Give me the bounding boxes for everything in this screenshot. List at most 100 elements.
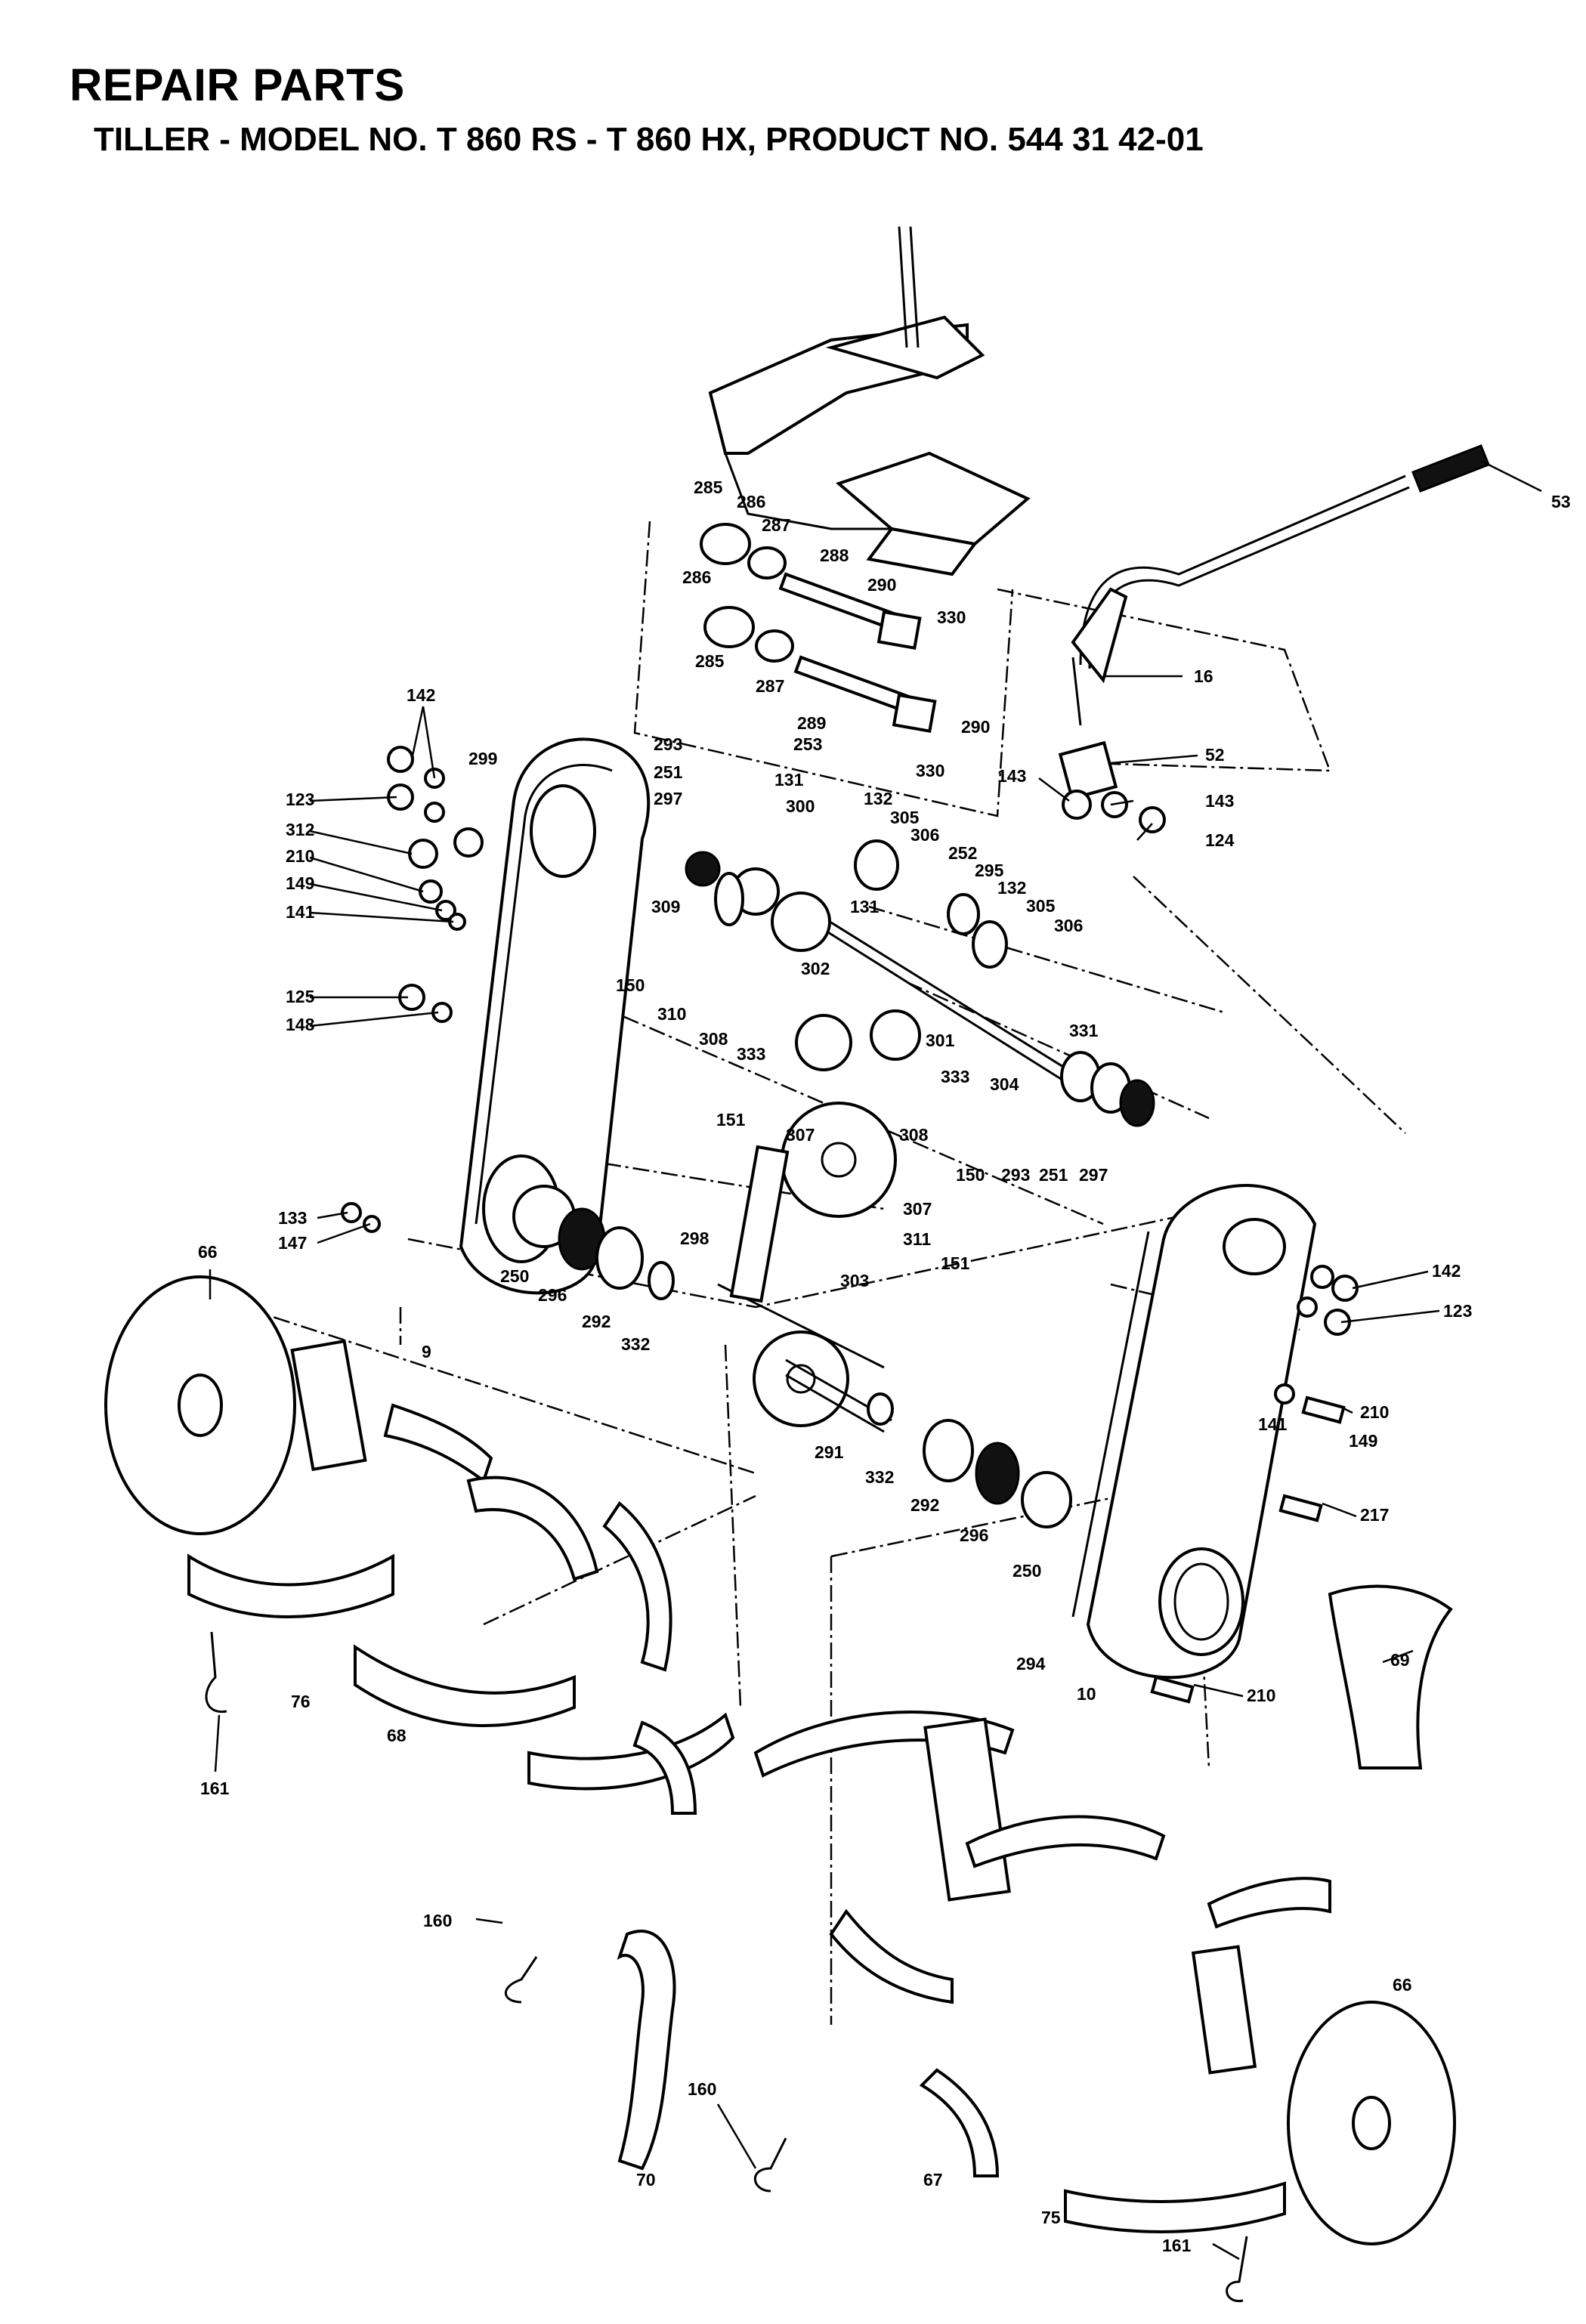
callout-253: 253 [793, 734, 822, 754]
callout-123-left: 123 [286, 790, 314, 809]
callout-149-left: 149 [286, 873, 314, 893]
left-tine-assembly [104, 1275, 735, 1815]
callout-312: 312 [286, 820, 314, 839]
shifter-shaft-parts [700, 523, 937, 734]
gear-train [685, 851, 1074, 1433]
page-title: REPAIR PARTS [70, 60, 405, 110]
callout-301: 301 [926, 1031, 955, 1050]
callout-331: 331 [1069, 1021, 1099, 1040]
frame-bracket [708, 226, 1031, 576]
left-hardware [341, 746, 484, 1233]
callout-217: 217 [1360, 1505, 1389, 1525]
callout-52: 52 [1205, 745, 1225, 765]
callout-285-top: 285 [694, 477, 723, 497]
callout-251-right: 251 [1039, 1165, 1068, 1185]
callout-210-left: 210 [286, 846, 314, 866]
callout-150-left: 150 [616, 975, 645, 995]
callout-10: 10 [1077, 1684, 1096, 1704]
callout-69: 69 [1390, 1650, 1410, 1670]
callout-210-right: 210 [1360, 1402, 1389, 1422]
callout-161-right: 161 [1162, 2236, 1192, 2255]
callout-292-left: 292 [582, 1312, 611, 1331]
leader-lines [209, 459, 1542, 2261]
callout-251-top: 251 [654, 762, 683, 782]
callout-132-mid: 132 [997, 878, 1026, 898]
callout-67: 67 [923, 2170, 943, 2190]
callout-131-top: 131 [774, 770, 804, 790]
callout-76: 76 [291, 1692, 311, 1711]
callout-293-top: 293 [654, 734, 682, 754]
callout-288: 288 [820, 545, 849, 565]
callout-142-right: 142 [1432, 1261, 1461, 1281]
bearings-washers [512, 839, 1155, 1528]
page-subtitle: TILLER - MODEL NO. T 860 RS - T 860 HX, … [94, 121, 1204, 158]
callout-330-top: 330 [937, 607, 966, 627]
callout-295: 295 [975, 861, 1004, 880]
callout-308-left: 308 [699, 1029, 728, 1049]
callout-149-right: 149 [1349, 1431, 1377, 1451]
callout-305-mid: 305 [1026, 896, 1056, 916]
callout-332-left: 332 [621, 1334, 650, 1354]
callout-9: 9 [422, 1342, 431, 1361]
callout-330-mid: 330 [916, 761, 944, 780]
callout-143-right: 143 [1205, 791, 1234, 811]
right-chain-case [1071, 1184, 1317, 1680]
callout-250-right: 250 [1013, 1561, 1041, 1581]
callout-131-mid: 131 [850, 897, 880, 916]
callout-302: 302 [801, 959, 830, 978]
callout-147: 147 [278, 1233, 307, 1253]
callout-297-top: 297 [654, 789, 682, 808]
callout-150-mid: 150 [956, 1165, 985, 1185]
callout-289: 289 [797, 713, 826, 733]
callout-133: 133 [278, 1208, 307, 1228]
right-hardware [1062, 790, 1359, 1704]
callout-151-left: 151 [716, 1110, 746, 1130]
callout-307-mid: 307 [903, 1199, 932, 1219]
shift-lever [1058, 444, 1490, 801]
callout-labels: 53 16 52 143 143 124 285 286 287 288 286… [198, 477, 1571, 2255]
callout-53: 53 [1551, 492, 1571, 511]
callout-142-left: 142 [407, 685, 435, 705]
callout-290-mid: 290 [961, 717, 990, 737]
callout-306-top: 306 [910, 825, 939, 845]
callout-296-right: 296 [960, 1525, 988, 1545]
hair-pins [205, 1631, 1248, 2302]
callout-300: 300 [786, 796, 815, 816]
callout-125: 125 [286, 987, 315, 1006]
callout-311: 311 [903, 1229, 931, 1249]
callout-290-top: 290 [867, 575, 896, 595]
callout-132-top: 132 [864, 789, 892, 808]
callout-252: 252 [948, 843, 977, 863]
callout-298: 298 [680, 1228, 710, 1248]
callout-286-mid: 286 [682, 567, 711, 587]
callout-306-mid: 306 [1054, 916, 1083, 935]
callout-296-left: 296 [538, 1285, 567, 1305]
callout-160-right: 160 [688, 2079, 716, 2099]
callout-285-mid: 285 [695, 651, 725, 671]
callout-143-left: 143 [997, 766, 1026, 786]
callout-286-top: 286 [737, 492, 765, 511]
right-tine-assembly [617, 1584, 1456, 2245]
callout-75: 75 [1041, 2208, 1061, 2227]
callout-310: 310 [657, 1004, 686, 1024]
callout-309: 309 [651, 897, 680, 916]
callout-294: 294 [1016, 1654, 1046, 1673]
callout-333-left: 333 [737, 1044, 765, 1064]
callout-66-left: 66 [198, 1242, 218, 1262]
callout-293-right: 293 [1001, 1165, 1030, 1185]
callout-124: 124 [1205, 830, 1235, 850]
callout-70: 70 [636, 2170, 656, 2190]
callout-287-top: 287 [762, 515, 790, 535]
callout-305-top: 305 [890, 808, 920, 827]
callout-332-right: 332 [865, 1467, 894, 1487]
callout-141-right: 141 [1258, 1414, 1288, 1434]
callout-210-bottom: 210 [1247, 1686, 1275, 1705]
callout-141-left: 141 [286, 902, 315, 922]
callout-123-right: 123 [1443, 1301, 1472, 1321]
callout-299: 299 [468, 749, 497, 768]
callout-333-mid: 333 [941, 1067, 969, 1086]
callout-308-mid: 308 [899, 1125, 929, 1145]
callout-287-mid: 287 [756, 676, 784, 696]
callout-148: 148 [286, 1015, 315, 1034]
